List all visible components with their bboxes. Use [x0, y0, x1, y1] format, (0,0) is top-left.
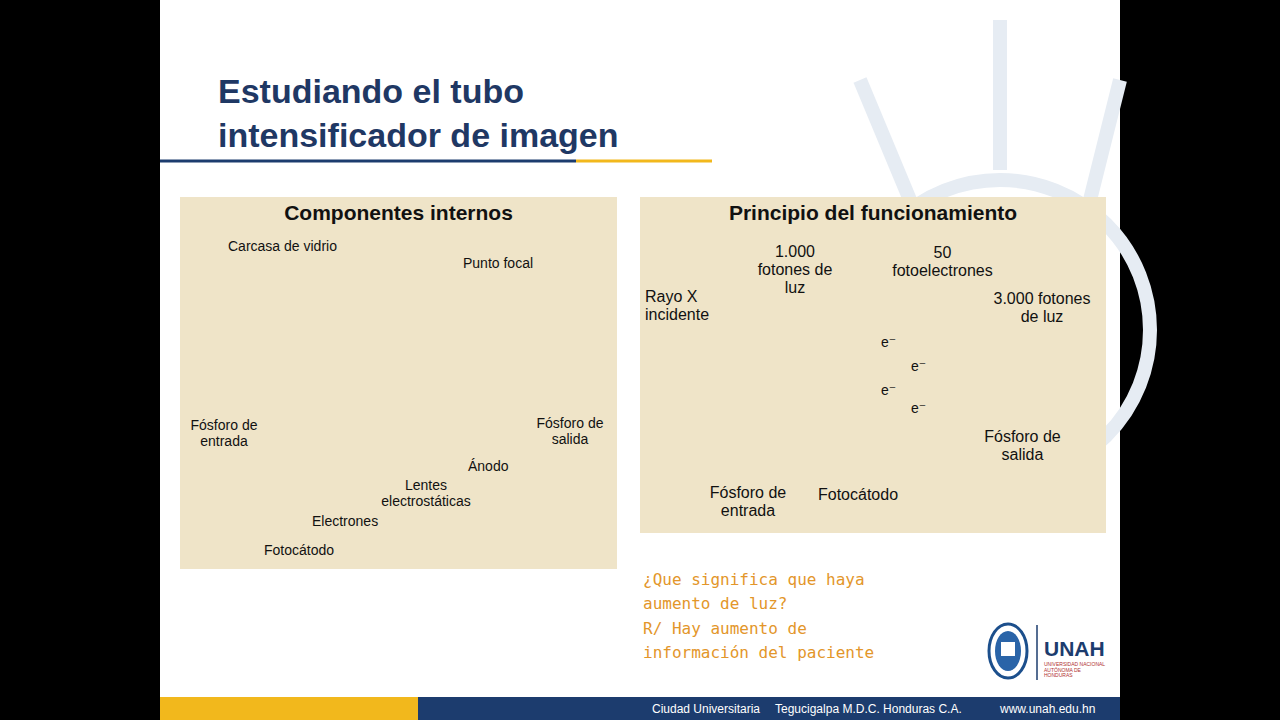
part-label: Carcasa de vidrio	[228, 239, 337, 255]
note-text: ¿Que significa que haya aumento de luz?	[643, 568, 881, 616]
footer-separators	[768, 702, 987, 716]
part-label: Fósforo de entrada	[184, 418, 264, 449]
part-label: Fósforo de salida	[530, 416, 610, 447]
footer-band: Ciudad Universitaria Tegucigalpa M.D.C. H…	[418, 697, 1120, 720]
part-label: Fósforo de salida	[975, 428, 1070, 464]
title-underline-accent	[576, 160, 712, 163]
electron-symbol: e⁻	[881, 335, 896, 351]
part-label: Punto focal	[463, 256, 533, 272]
panel-title: Componentes internos	[180, 201, 617, 225]
footer-text: Ciudad Universitaria	[652, 702, 760, 716]
footer-text: www.unah.edu.hn	[1000, 702, 1095, 716]
quantity-label: 50 fotoelectrones	[885, 244, 1000, 280]
part-label: Fotocátodo	[264, 543, 334, 559]
unah-logo	[989, 624, 1037, 680]
logo-text: UNAH	[1044, 637, 1105, 661]
panel-title: Principio del funcionamiento	[640, 201, 1106, 225]
electron-symbol: e⁻	[881, 383, 896, 399]
part-label: Fotocátodo	[818, 486, 898, 504]
part-label: Fósforo de entrada	[708, 484, 788, 520]
quantity-label: 1.000 fotones de luz	[755, 243, 835, 297]
title-underline	[160, 160, 576, 163]
part-label: Lentes electrostáticas	[370, 478, 482, 509]
part-label: Electrones	[312, 514, 378, 530]
slide-title: Estudiando el tubo intensificador de ima…	[218, 70, 698, 157]
electron-symbol: e⁻	[911, 401, 926, 417]
part-label: Rayo X incidente	[645, 288, 725, 324]
part-label: Ánodo	[468, 459, 508, 475]
footer-text: Tegucigalpa M.D.C. Honduras C.A.	[775, 702, 962, 716]
electron-symbol: e⁻	[911, 359, 926, 375]
footer-accent	[160, 697, 418, 720]
logo-subtext: UNIVERSIDAD NACIONAL AUTÓNOMA DE HONDURA…	[1044, 662, 1106, 679]
panel-box: Principio del funcionamiento	[640, 197, 1106, 533]
note-text: R/ Hay aumento de información del pacien…	[643, 617, 881, 665]
quantity-label: 3.000 fotones de luz	[983, 290, 1101, 326]
